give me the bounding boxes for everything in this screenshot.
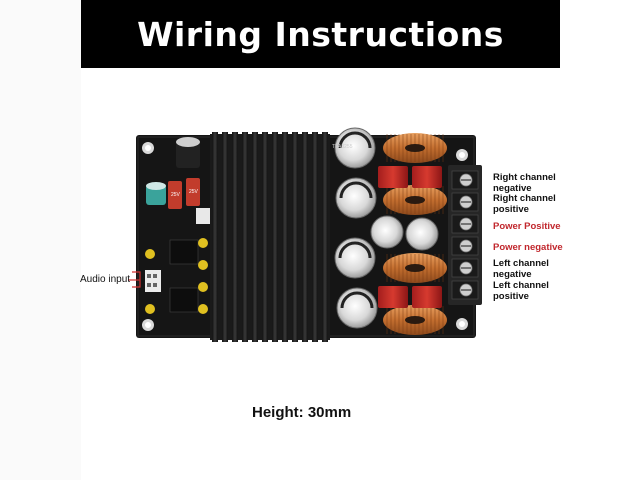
terminal-label-line1: Power Positive	[493, 221, 561, 232]
heatsink-fin	[312, 132, 318, 342]
heatsink-fin	[292, 132, 298, 342]
height-label: Height: 30mm	[252, 404, 352, 421]
terminal-label-left-positive: Left channel positive	[493, 280, 549, 302]
terminal-label-line1: Power negative	[493, 242, 563, 253]
terminal-block	[448, 165, 482, 305]
terminal-label-right-positive: Right channel positive	[493, 193, 556, 215]
toroid	[383, 253, 447, 283]
terminal-label-line1: Left channel	[493, 258, 549, 269]
heatsink-fin	[242, 132, 248, 342]
white-connector	[196, 208, 210, 224]
terminal-label-line1: Left channel	[493, 280, 549, 291]
audio-input-bracket	[128, 271, 141, 288]
left-background-strip	[0, 0, 81, 480]
heatsink	[210, 132, 330, 342]
large-capacitors	[334, 127, 439, 329]
terminal-label-line2: positive	[493, 204, 529, 215]
terminal-screw	[451, 214, 479, 234]
banner-title: Wiring Instructions	[137, 14, 504, 54]
heatsink-fin	[252, 132, 258, 342]
mounting-holes	[142, 142, 468, 331]
terminal-label-line1: Right channel	[493, 193, 556, 204]
terminal-screw	[451, 170, 479, 190]
terminal-label-line1: Right channel	[493, 172, 556, 183]
toroid	[383, 185, 447, 215]
terminal-screw	[451, 192, 479, 212]
terminal-screw	[451, 280, 479, 300]
op-amp-section	[145, 238, 208, 314]
toroid	[383, 133, 447, 163]
heatsink-fin	[302, 132, 308, 342]
terminal-label-line2: negative	[493, 183, 532, 194]
toroid-inductors	[383, 133, 447, 335]
terminal-screw	[451, 236, 479, 256]
heatsink-fin	[262, 132, 268, 342]
terminal-label-line2: positive	[493, 291, 529, 302]
audio-input-label: Audio input	[80, 274, 131, 285]
heatsink-fin	[232, 132, 238, 342]
terminal-label-line2: negative	[493, 269, 532, 280]
board-silkscreen: TPA3255	[332, 144, 353, 150]
toroid	[383, 305, 447, 335]
heatsink-fin	[212, 132, 218, 342]
terminal-label-left-negative: Left channel negative	[493, 258, 549, 280]
heatsink-fin	[322, 132, 328, 342]
cap-label: 25V	[171, 192, 181, 198]
terminal-label-power-positive: Power Positive	[493, 221, 561, 232]
terminal-label-right-negative: Right channel negative	[493, 172, 556, 194]
heatsink-fin	[282, 132, 288, 342]
heatsink-fin	[222, 132, 228, 342]
title-banner: Wiring Instructions	[81, 0, 560, 68]
cap-label: 25V	[189, 189, 199, 195]
heatsink-fin	[272, 132, 278, 342]
red-film-capacitors	[378, 166, 442, 308]
terminal-screw	[451, 258, 479, 278]
terminal-label-power-negative: Power negative	[493, 242, 563, 253]
audio-input-connector	[145, 270, 161, 292]
small-capacitors: 25V 25V	[146, 137, 210, 224]
